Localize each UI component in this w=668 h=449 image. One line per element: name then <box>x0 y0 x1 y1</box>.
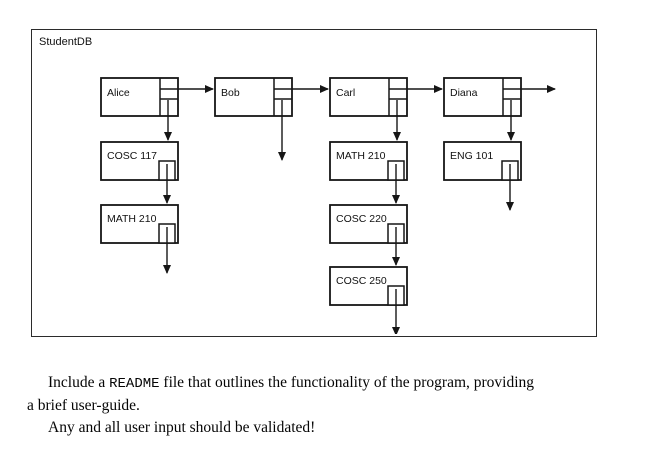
course-name-label: COSC 250 <box>336 275 387 287</box>
instructions-line-1: Include a README file that outlines the … <box>27 372 659 395</box>
course-name-label: ENG 101 <box>450 150 493 162</box>
instructions-line-2: a brief user-guide. <box>27 397 140 414</box>
instructions-text: Include a README file that outlines the … <box>27 372 659 439</box>
course-node-cosc-250: COSC 250 <box>329 266 408 306</box>
course-node-cosc-117: COSC 117 <box>100 141 179 181</box>
student-node-alice: Alice <box>100 77 179 117</box>
course-node-cosc-220: COSC 220 <box>329 204 408 244</box>
line1-pre: Include a <box>48 374 110 391</box>
student-name-label: Alice <box>107 87 130 99</box>
diagram-title: StudentDB <box>39 36 93 48</box>
course-node-eng-101: ENG 101 <box>443 141 522 181</box>
course-name-label: COSC 117 <box>107 150 157 162</box>
student-node-bob: Bob <box>214 77 293 117</box>
student-name-label: Carl <box>336 87 355 99</box>
course-name-label: MATH 210 <box>107 213 157 225</box>
course-node-math-210: MATH 210 <box>329 141 408 181</box>
line1-post: file that outlines the functionality of … <box>159 374 535 391</box>
student-name-label: Bob <box>221 87 240 99</box>
student-name-label: Diana <box>450 87 478 99</box>
course-name-label: MATH 210 <box>336 150 386 162</box>
course-name-label: COSC 220 <box>336 213 387 225</box>
student-node-diana: Diana <box>443 77 522 117</box>
instructions-line-3: Any and all user input should be validat… <box>48 419 316 436</box>
readme-code: README <box>109 376 160 392</box>
student-node-carl: Carl <box>329 77 408 117</box>
